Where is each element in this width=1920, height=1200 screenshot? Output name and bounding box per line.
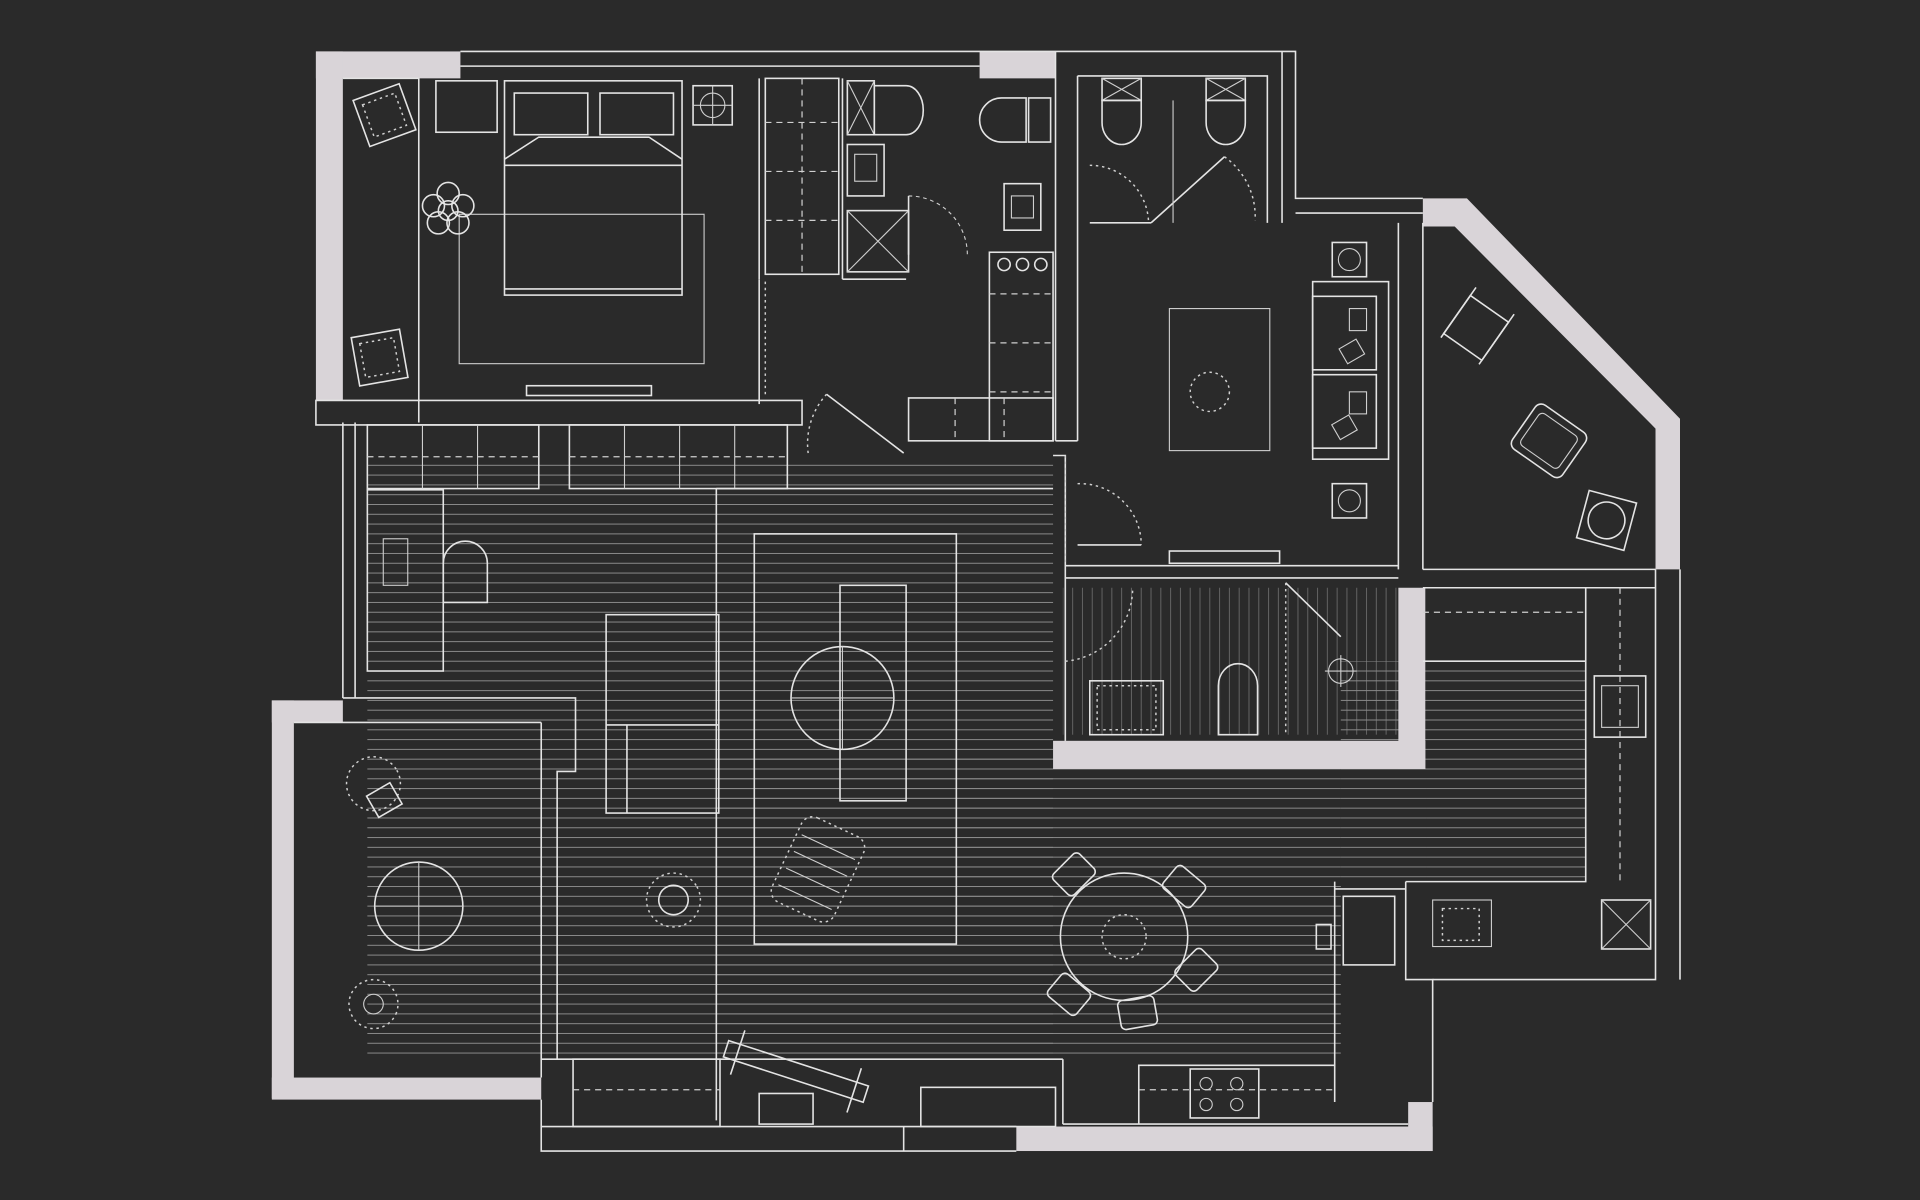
dining-chair-5 (1046, 972, 1092, 1017)
armchair-top (352, 82, 417, 148)
kitchen (1138, 587, 1652, 1119)
armchair-living (645, 872, 702, 928)
towel-rack (1089, 680, 1165, 736)
dining-chair-4 (1116, 994, 1159, 1031)
toilet-3 (1101, 99, 1143, 146)
desk-chair (442, 540, 489, 604)
ottoman (1510, 403, 1588, 479)
entry-corridor (716, 455, 1586, 663)
toilet-guest (1217, 662, 1259, 736)
ensuite-bathroom (846, 80, 1052, 273)
bedroom-tv-unit (525, 384, 653, 397)
round-side-table (1575, 489, 1638, 552)
armchair-bottom (350, 328, 409, 387)
living-storage (572, 1058, 721, 1128)
interior-walls (293, 50, 1681, 1152)
study-room (1077, 241, 1390, 565)
balcony (345, 756, 464, 1030)
study-rug (1168, 308, 1271, 452)
second-bathroom (1089, 77, 1256, 224)
bedroom-rug (458, 213, 705, 365)
study-tv-unit (1168, 550, 1281, 565)
bidet (1205, 99, 1247, 146)
toilet-2 (978, 97, 1027, 143)
balcony-chair-bottom (348, 978, 399, 1030)
nightstand-left (435, 80, 498, 134)
sunroom (1440, 287, 1638, 552)
toilet (873, 84, 925, 136)
walk-in-wardrobe (764, 77, 840, 276)
living-rug (753, 533, 958, 945)
cooktop (1189, 1068, 1260, 1119)
hob-icon (997, 257, 1011, 272)
kitchenette (758, 251, 1054, 454)
lamp-table-bottom (1331, 482, 1368, 519)
flower-pouf (421, 181, 475, 235)
dining-chair-1 (1051, 852, 1097, 897)
side-table-icon (1189, 371, 1231, 413)
storage-wall (366, 424, 789, 490)
plant-icon (1315, 923, 1332, 950)
washbasin (846, 143, 885, 197)
double-bed (503, 80, 683, 296)
lamp-table-top (1331, 241, 1368, 278)
dining-chair-3 (1174, 947, 1219, 992)
sideboard (920, 1086, 1057, 1128)
balcony-chair-top (345, 756, 404, 819)
fridge (1342, 895, 1396, 966)
exterior-walls (271, 51, 1680, 1152)
dining-area (1046, 852, 1219, 1031)
bean-bag (770, 816, 866, 923)
washbasin-2 (1003, 182, 1042, 231)
sofa (1311, 280, 1390, 460)
guest-bathroom (1065, 582, 1357, 736)
coffee-table (839, 584, 907, 802)
dumbbell-rack (722, 1030, 870, 1113)
sofa-l (605, 613, 720, 814)
washing-machine (1432, 899, 1492, 948)
lounge-chair (1440, 287, 1515, 365)
laptop-icon (382, 538, 409, 586)
kitchen-sink-cabinet (1600, 899, 1652, 950)
dining-chair-2 (1161, 864, 1207, 909)
living-area (366, 424, 1057, 1128)
small-bench (758, 1092, 814, 1125)
master-bedroom (350, 80, 734, 397)
